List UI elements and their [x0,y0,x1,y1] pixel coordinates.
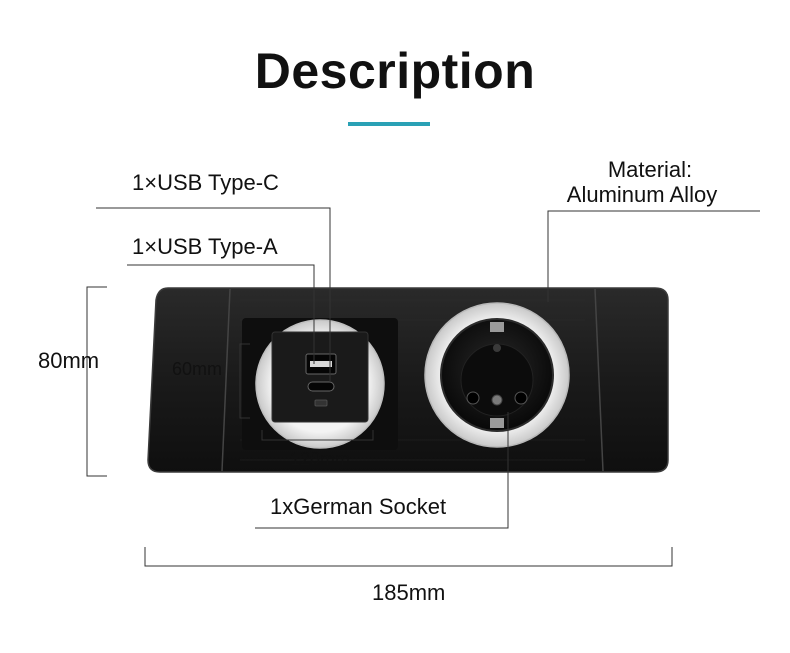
module-height-label: 60mm [172,359,223,379]
total-width-label: 185mm [372,580,446,605]
usb-a-label: 1×USB Type-A [132,234,278,259]
module-width-label: 120mm [290,449,351,469]
panel-seam-right [594,288,604,472]
usb-module [242,318,398,450]
ground-clip-top [490,322,504,332]
usb-c-leader [96,207,331,382]
german-socket [424,302,570,448]
panel-seam-left [221,288,231,472]
module-height-bracket [239,343,250,419]
power-socket-panel [147,287,669,473]
total-width-bracket [144,547,673,567]
led-indicator [314,399,328,407]
usb-c-port [307,381,335,392]
material-leader [547,210,760,302]
material-label-line2: Aluminum Alloy [566,182,718,207]
height-label: 80mm [38,348,100,373]
usb-a-contact [310,361,332,367]
top-marker [493,344,501,352]
pin-hole-left [466,391,480,405]
title-underline [348,122,430,126]
socket-label: 1xGerman Socket [270,494,447,519]
material-label-line1: Material: [607,157,693,182]
callout-lines [86,207,760,567]
usb-c-label: 1×USB Type-C [132,170,279,195]
module-width-bracket [261,430,374,441]
socket-leader [255,412,509,529]
usb-faceplate [271,331,369,423]
ground-clip-bottom [490,418,504,428]
height-bracket [86,286,107,477]
center-screw [491,394,503,406]
page-title: Description [254,43,536,99]
pin-hole-right [514,391,528,405]
usb-a-leader [127,264,315,364]
